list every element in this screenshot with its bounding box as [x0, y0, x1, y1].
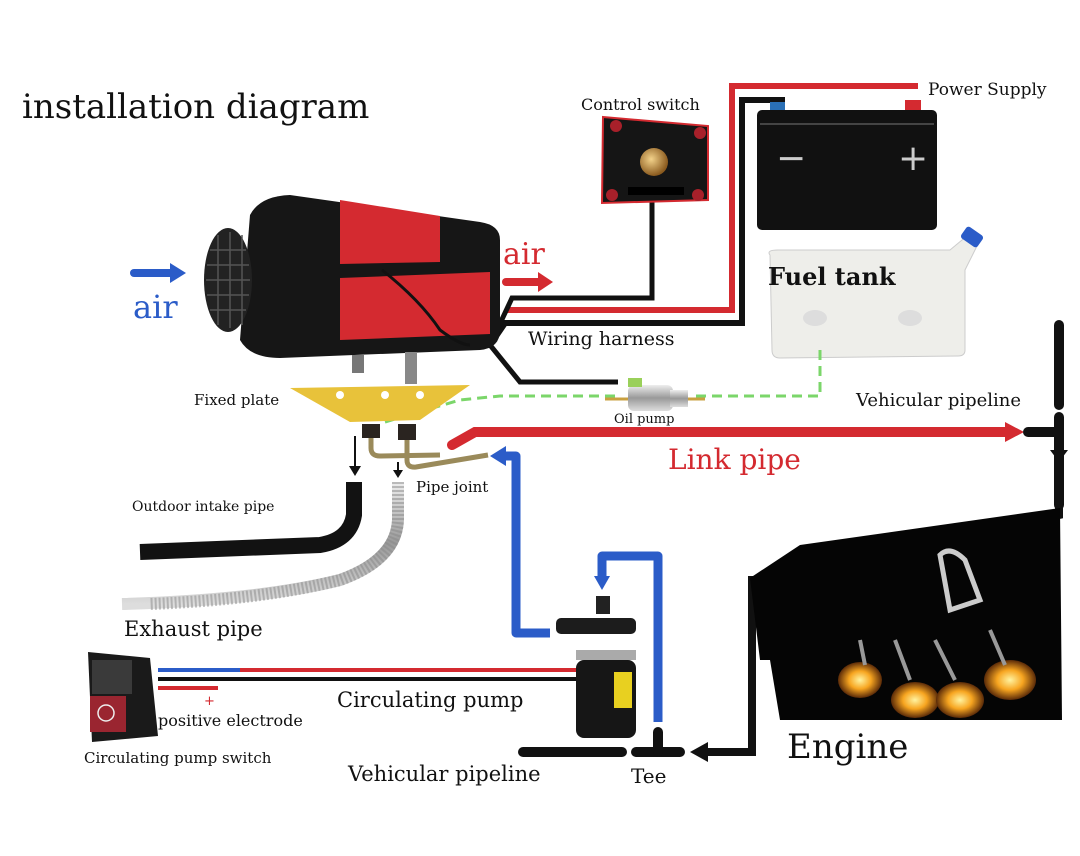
label-circulating-pump: Circulating pump: [337, 688, 523, 712]
label-air-in: air: [133, 288, 178, 326]
label-control-switch: Control switch: [581, 95, 700, 114]
label-power-supply: Power Supply: [928, 80, 1047, 100]
pipe-joint: [362, 424, 489, 470]
fan-grille-icon: [206, 232, 250, 328]
label-fuel-tank: Fuel tank: [768, 262, 897, 291]
control-switch: [600, 115, 709, 205]
label-engine: Engine: [787, 727, 908, 767]
label-air-out: air: [503, 237, 545, 272]
label-exhaust-pipe: Exhaust pipe: [124, 617, 263, 641]
positive-mark: +: [204, 694, 215, 709]
label-fixed-plate: Fixed plate: [194, 391, 279, 409]
label-circulating-pump-switch: Circulating pump switch: [84, 749, 272, 767]
label-tee: Tee: [631, 764, 666, 788]
fuel-line: [690, 350, 822, 398]
label-pipe-joint: Pipe joint: [416, 478, 488, 496]
knob-icon: [640, 148, 668, 176]
vehicular-pipeline-right: [1023, 320, 1068, 510]
oil-pump: [605, 378, 705, 411]
fuel-tank: [768, 226, 984, 359]
link-pipe: [447, 427, 1015, 450]
coolant-feed-pipe: [597, 551, 663, 722]
fixed-plate: [290, 385, 470, 422]
circulating-pump-switch: [88, 652, 158, 742]
coolant-return-pipe: [500, 451, 550, 638]
battery: − +: [757, 100, 937, 230]
label-vehicular-pipeline-top: Vehicular pipeline: [855, 390, 1021, 411]
label-oil-pump: Oil pump: [614, 412, 674, 427]
battery-minus-icon: −: [776, 138, 806, 179]
label-link-pipe: Link pipe: [668, 443, 801, 476]
diagram-title: installation diagram: [22, 87, 369, 127]
power-icon: [97, 704, 115, 722]
heater-unit: [204, 195, 500, 384]
tee-fitting: [631, 727, 685, 757]
outdoor-intake-pipe: [139, 482, 362, 560]
label-outdoor-intake-pipe: Outdoor intake pipe: [132, 499, 274, 515]
label-positive-electrode: positive electrode: [158, 711, 303, 730]
battery-plus-icon: +: [898, 138, 928, 179]
label-vehicular-pipeline-bottom: Vehicular pipeline: [347, 762, 541, 786]
engine: [750, 508, 1062, 720]
label-wiring-harness: Wiring harness: [528, 328, 675, 350]
circulating-pump: [556, 596, 636, 738]
